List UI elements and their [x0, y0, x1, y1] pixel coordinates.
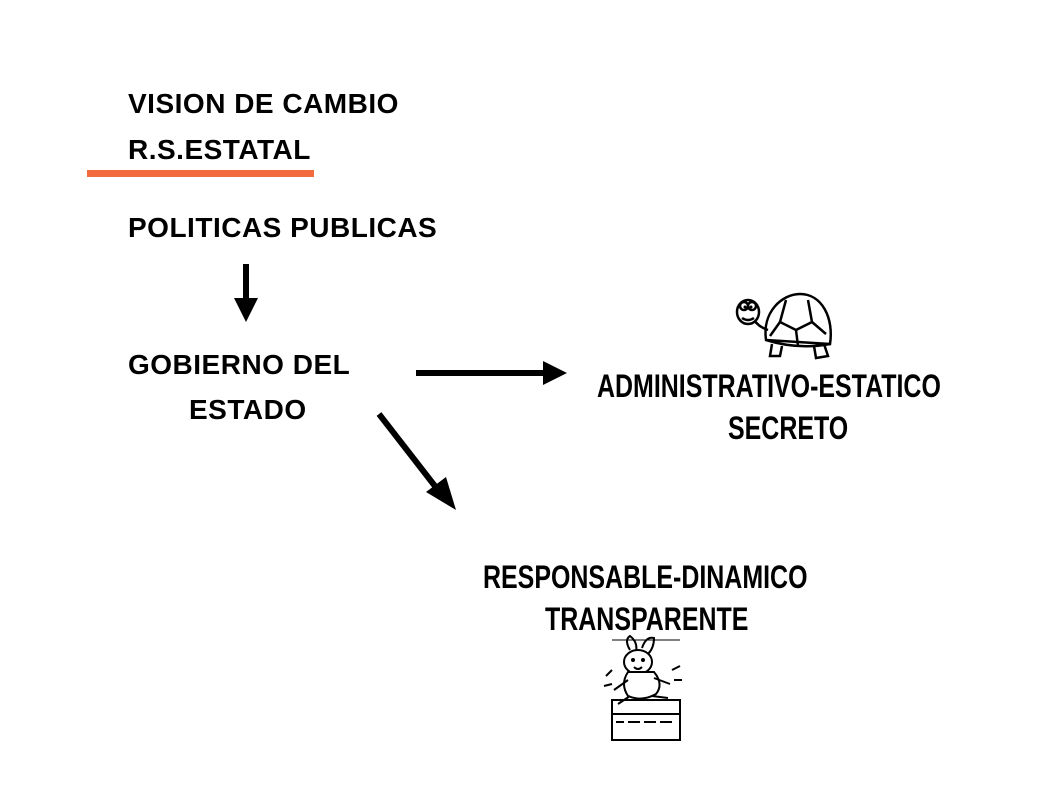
- title-line-2: R.S.ESTATAL: [128, 134, 311, 165]
- policies-label: POLITICAS PUBLICAS: [128, 212, 438, 243]
- dynamic-branch-line-2: TRANSPARENTE: [545, 601, 749, 637]
- dynamic-branch-line-1: RESPONSABLE-DINAMICO: [483, 559, 808, 595]
- title-line-1: VISION DE CAMBIO: [128, 88, 399, 119]
- right-arrow: [416, 361, 567, 385]
- turtle-icon: [735, 292, 832, 360]
- down-arrow: [234, 264, 258, 322]
- static-branch-line-2: SECRETO: [728, 410, 849, 446]
- accent-underline: [87, 170, 314, 177]
- rabbit-hurdle-icon: [603, 634, 682, 741]
- government-line-1: GOBIERNO DEL: [128, 349, 351, 380]
- government-line-2: ESTADO: [189, 394, 307, 425]
- diagonal-arrow: [376, 412, 456, 510]
- static-branch-line-1: ADMINISTRATIVO-ESTATICO: [597, 368, 941, 404]
